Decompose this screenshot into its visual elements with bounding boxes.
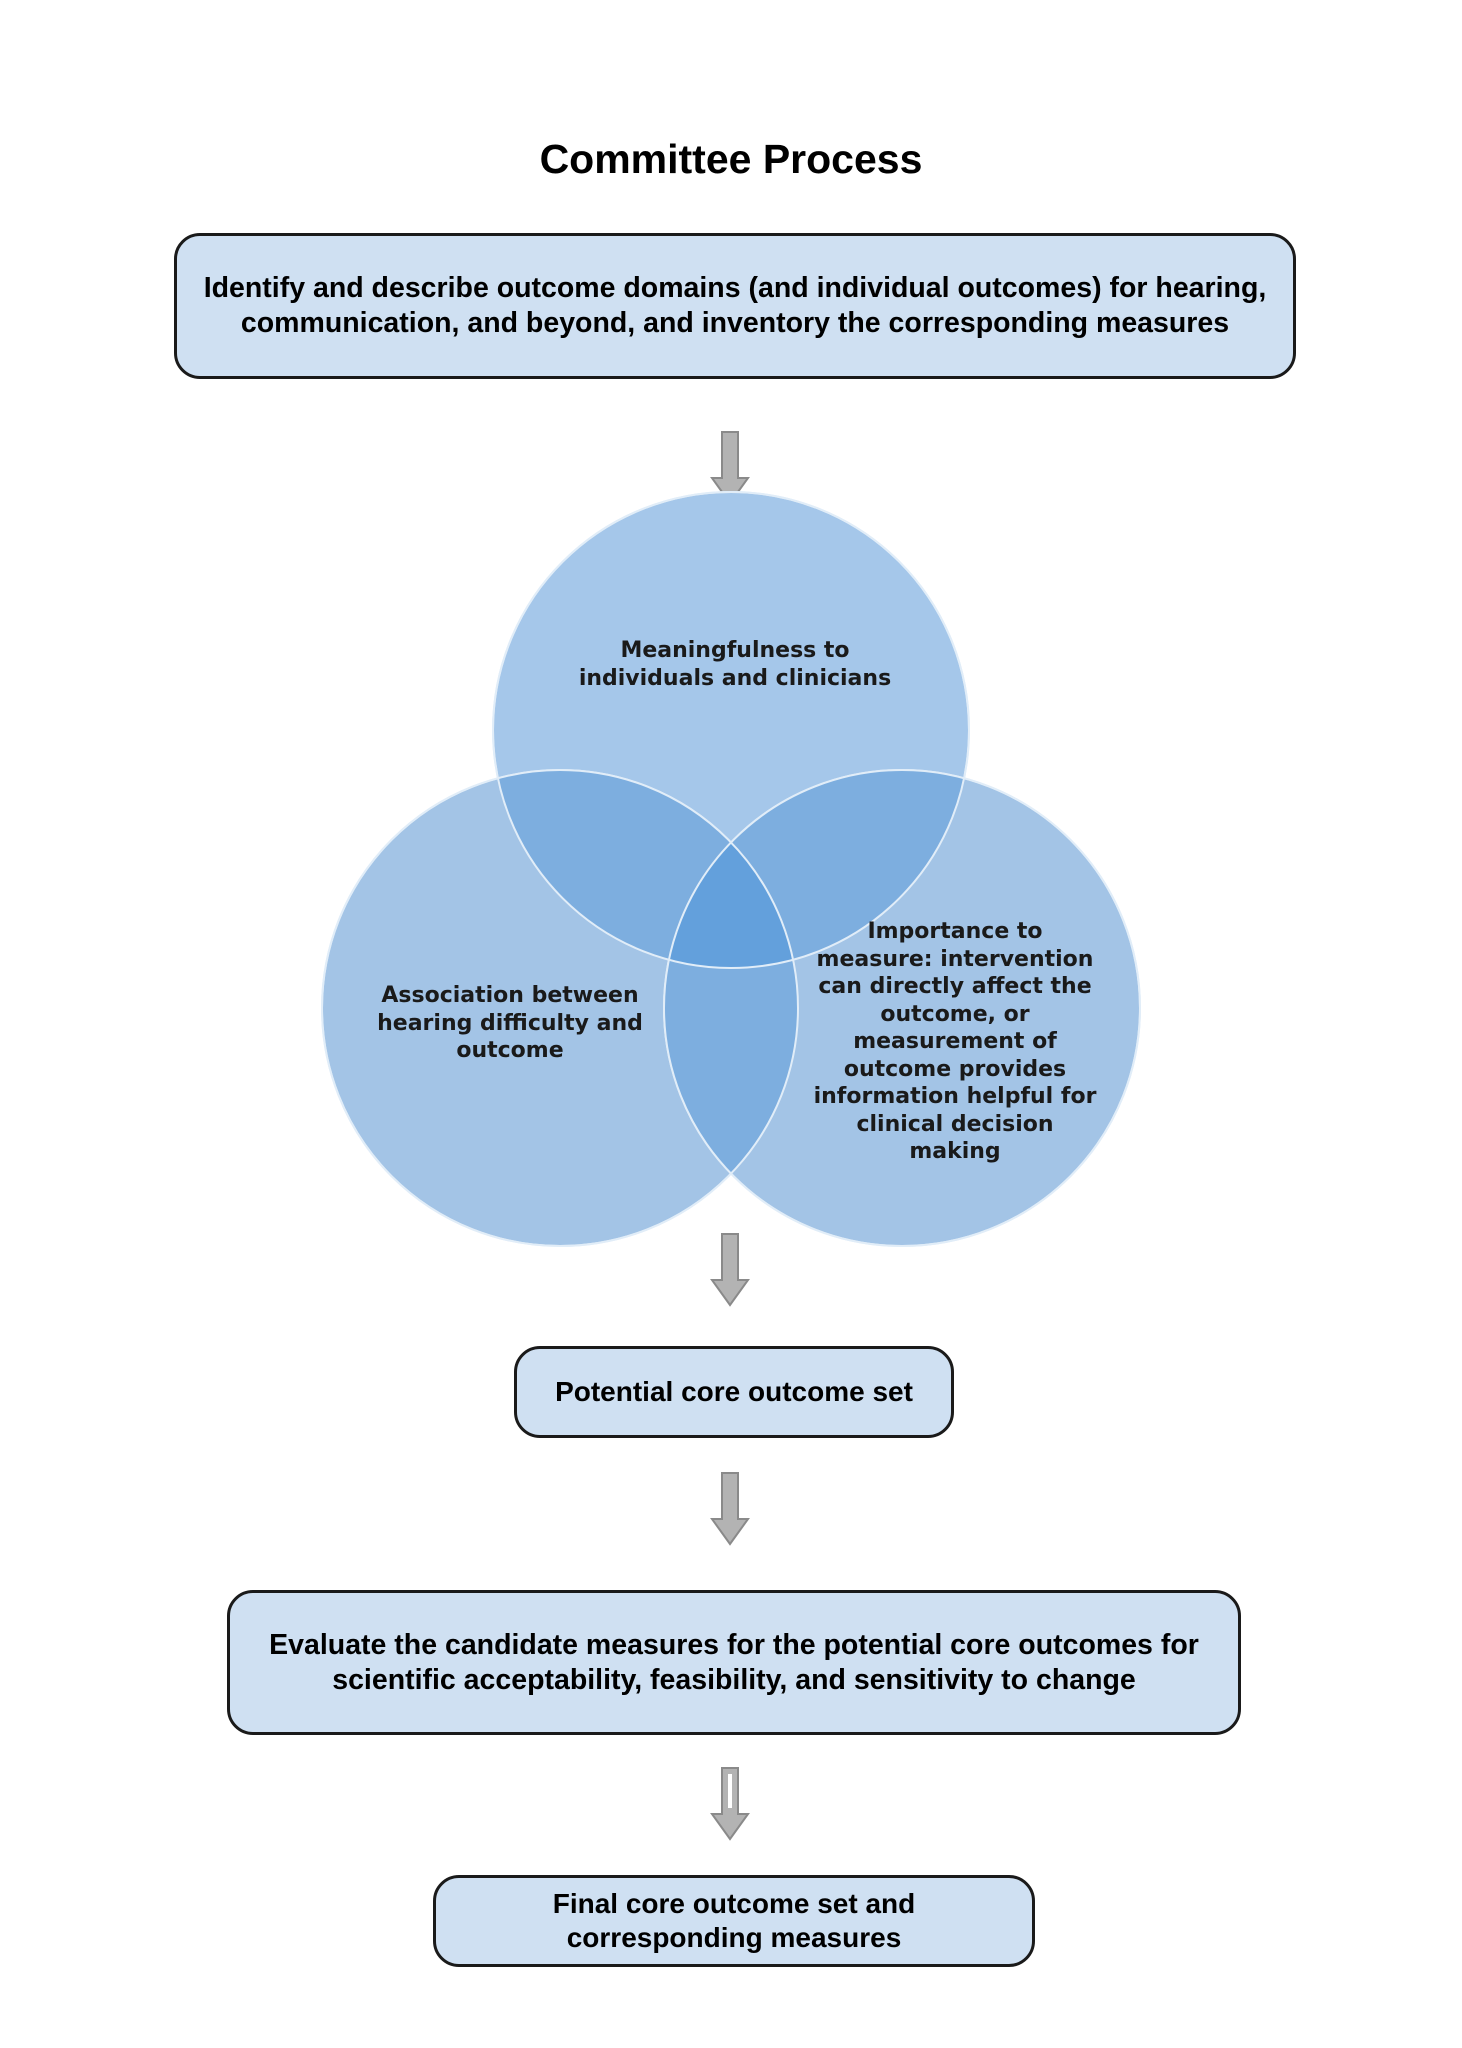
venn-label-meaningfulness: Meaningfulness to individuals and clinic…: [540, 637, 930, 692]
venn-label-line: making: [909, 1139, 1001, 1164]
venn-label-importance: Importance to measure: intervention can …: [810, 918, 1100, 1166]
venn-label-line: hearing difficulty and: [377, 1010, 643, 1036]
evaluate-line-2: scientific acceptability, feasibility, a…: [332, 1663, 1136, 1696]
venn-label-line: Meaningfulness to: [620, 638, 850, 663]
final-core-outcome-set-box: Final core outcome set and corresponding…: [433, 1875, 1035, 1967]
venn-label-line: can directly affect the: [818, 974, 1092, 999]
down-arrow-icon: [710, 1767, 750, 1841]
identify-line-1: Identify and describe outcome domains (a…: [203, 272, 1267, 305]
venn-label-line: clinical decision: [856, 1111, 1054, 1137]
final-line-1: Final core outcome set and: [552, 1887, 916, 1919]
venn-circle-meaningfulness: [492, 491, 970, 969]
venn-label-line: information helpful for: [813, 1084, 1097, 1109]
final-line-2: corresponding measures: [566, 1922, 902, 1953]
evaluate-line-1: Evaluate the candidate measures for the …: [269, 1628, 1199, 1661]
down-arrow-icon: [710, 1233, 750, 1307]
venn-label-line: measure: intervention: [816, 946, 1094, 972]
venn-label-line: outcome, or: [880, 1001, 1030, 1027]
venn-label-line: Importance to: [867, 919, 1043, 944]
venn-label-line: outcome provides: [843, 1056, 1067, 1082]
potential-label: Potential core outcome set: [555, 1375, 913, 1407]
venn-label-line: individuals and clinicians: [578, 665, 892, 691]
potential-core-outcome-set-box: Potential core outcome set: [514, 1346, 954, 1438]
venn-label-line: measurement of: [853, 1029, 1057, 1054]
venn-label-line: Association between: [381, 983, 639, 1008]
down-arrow-icon: [710, 1472, 750, 1546]
page-title: Committee Process: [539, 136, 923, 182]
identify-outcomes-box: Identify and describe outcome domains (a…: [174, 233, 1296, 379]
venn-label-line: outcome: [456, 1038, 564, 1063]
down-arrow-icon: [710, 431, 750, 505]
evaluate-measures-box: Evaluate the candidate measures for the …: [227, 1590, 1241, 1735]
identify-line-2: communication, and beyond, and inventory…: [240, 307, 1230, 339]
venn-label-association: Association between hearing difficulty a…: [370, 982, 650, 1065]
